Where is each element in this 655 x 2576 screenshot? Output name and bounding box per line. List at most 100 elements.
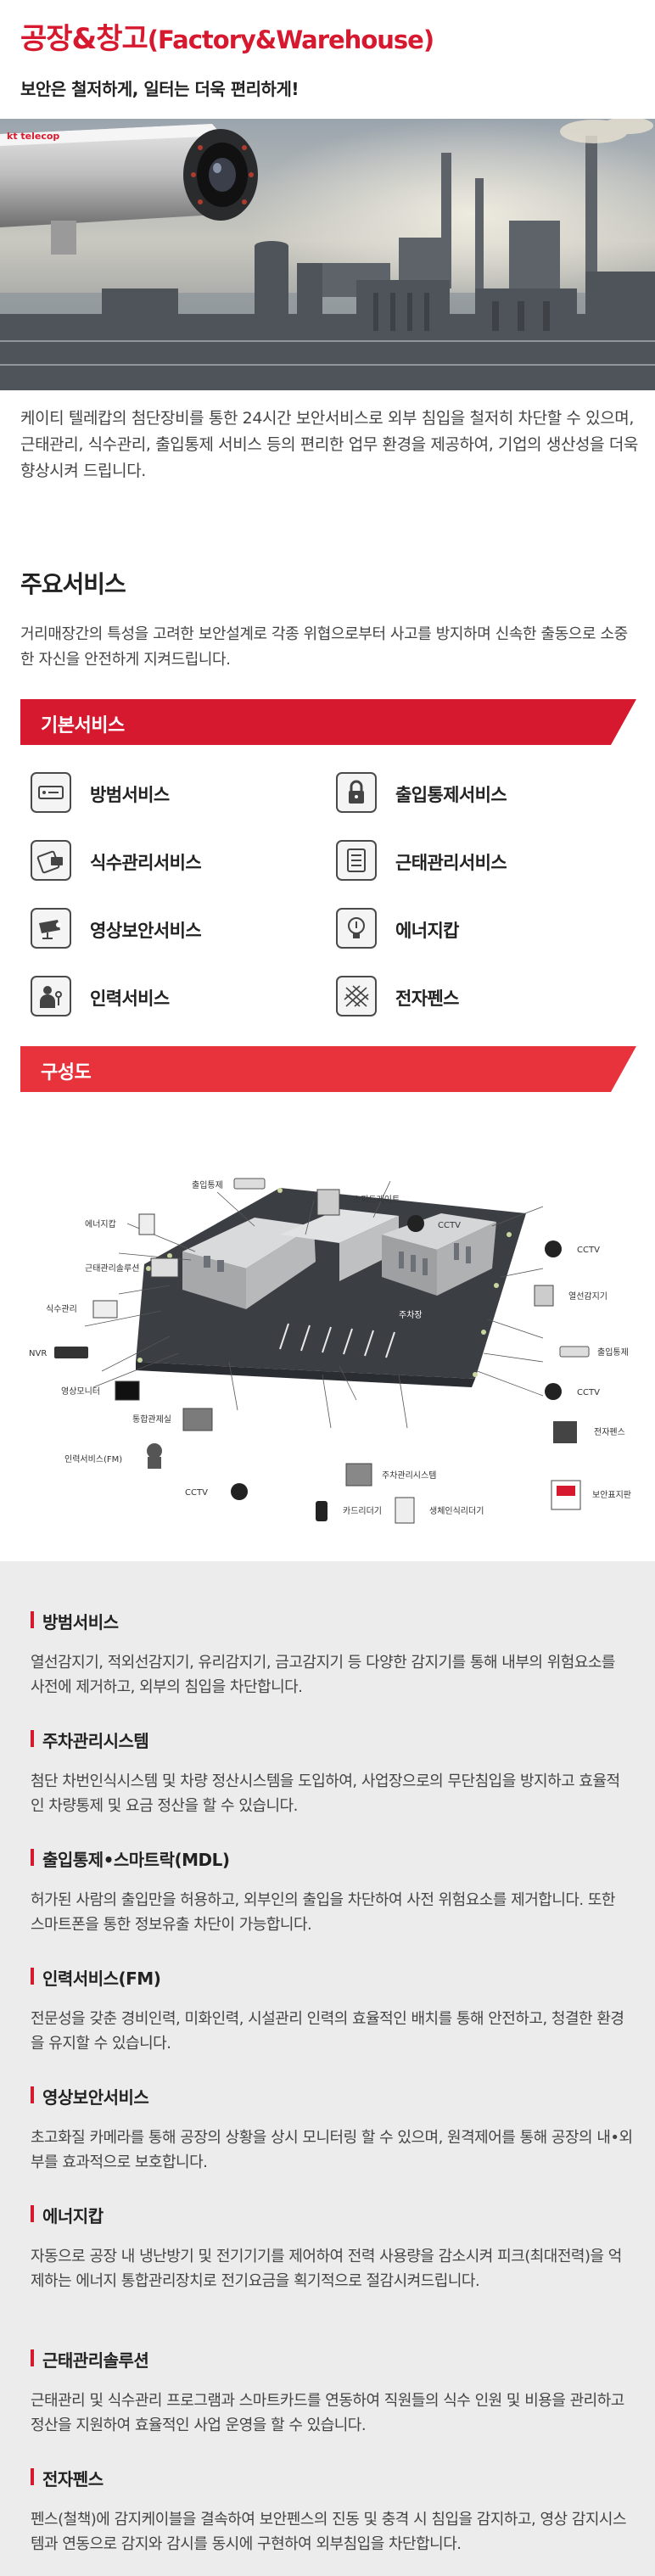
svg-text:에너지캅: 에너지캅 xyxy=(85,1218,116,1229)
detail-title: 에너지캅 xyxy=(31,2203,633,2227)
device-cctv-bottom: CCTV xyxy=(185,1483,248,1500)
camera-brand: kt telecop xyxy=(7,131,59,142)
svg-text:식수관리: 식수관리 xyxy=(46,1304,77,1314)
detail-text: 펜스(철책)에 감지케이블을 결속하여 보안펜스의 진동 및 충격 시 침입을 … xyxy=(31,2511,627,2553)
device-attendance: 근태관리솔루션 xyxy=(85,1257,179,1278)
fence-icon xyxy=(336,976,377,1016)
structure-banner: 구성도 xyxy=(20,1046,636,1092)
detail-title: 근태관리솔루션 xyxy=(31,2347,633,2372)
detail-item: 출입통제•스마트락(MDL) 허가된 사람의 출입만을 허용하고, 외부인의 출… xyxy=(31,1846,633,1937)
svg-text:열선감지기: 열선감지기 xyxy=(568,1291,607,1302)
detail-title: 영상보안서비스 xyxy=(31,2084,633,2108)
detail-title: 방범서비스 xyxy=(31,1609,633,1633)
detail-text: 열선감지기, 적외선감지기, 유리감지기, 금고감지기 등 다양한 감지기를 통… xyxy=(31,1654,616,1696)
lock-icon xyxy=(336,772,377,813)
svg-text:CCTV: CCTV xyxy=(577,1246,600,1255)
cctv-icon xyxy=(31,908,71,949)
svg-text:CCTV: CCTV xyxy=(577,1388,600,1397)
card-reader-icon xyxy=(31,840,71,881)
page-header: 공장&창고(Factory&Warehouse) 보안은 철저하게, 일터는 더… xyxy=(0,0,655,119)
service-item-access-control: 출입통제서비스 xyxy=(336,767,607,818)
banner-shape xyxy=(20,1046,636,1092)
service-label: 인력서비스 xyxy=(90,988,170,1009)
title-ko: 공장&창고 xyxy=(20,22,148,56)
checklist-icon xyxy=(336,840,377,881)
svg-text:출입통제: 출입통제 xyxy=(192,1179,223,1190)
guard-icon xyxy=(31,976,71,1016)
service-item-manpower: 인력서비스 xyxy=(31,971,302,1022)
service-item-fence: 전자펜스 xyxy=(336,971,607,1022)
device-guard-sign: 보안표지판 xyxy=(551,1480,631,1510)
detail-text: 허가된 사람의 출입만을 허용하고, 외부인의 출입을 차단하여 사전 위험요소… xyxy=(31,1891,616,1934)
svg-text:통합관제실: 통합관제실 xyxy=(132,1414,171,1425)
detail-item: 전자펜스 펜스(철책)에 감지케이블을 결속하여 보안펜스의 진동 및 충격 시… xyxy=(31,2466,633,2556)
detail-item: 에너지캅 자동으로 공장 내 냉난방기 및 전기기기를 제어하여 전력 사용량을… xyxy=(31,2203,633,2293)
structure-diagram: 주차장 출입통제 스 xyxy=(29,1178,631,1524)
dvr-icon xyxy=(31,772,71,813)
detail-text: 근태관리 및 식수관리 프로그램과 스마트카드를 연동하여 직원들의 식수 인원… xyxy=(31,2392,624,2434)
device-fence: 전자펜스 xyxy=(553,1421,625,1443)
device-control-room: 통합관제실 xyxy=(132,1408,213,1431)
device-cctv-right-2: CCTV xyxy=(545,1383,600,1400)
title-en: (Factory&Warehouse) xyxy=(147,25,434,54)
device-parking-sys: 주차관리시스템 xyxy=(345,1463,436,1487)
service-item-meal: 식수관리서비스 xyxy=(31,835,302,886)
svg-text:NVR: NVR xyxy=(29,1349,47,1358)
lightbulb-icon xyxy=(336,908,377,949)
service-item-security: 방범서비스 xyxy=(31,767,302,818)
service-details: 방범서비스 열선감지기, 적외선감지기, 유리감지기, 금고감지기 등 다양한 … xyxy=(0,1561,655,2576)
detail-title: 전자펜스 xyxy=(31,2466,633,2490)
device-cctv-right-1: CCTV xyxy=(545,1240,600,1257)
parking-label: 주차장 xyxy=(399,1310,423,1320)
detail-item: 인력서비스(FM) 전문성을 갖춘 경비인력, 미화인력, 시설관리 인력의 효… xyxy=(31,1965,633,2056)
device-nvr: NVR xyxy=(29,1347,88,1358)
device-meal: 식수관리 xyxy=(46,1300,118,1319)
detail-item: 근태관리솔루션 근태관리 및 식수관리 프로그램과 스마트카드를 연동하여 직원… xyxy=(31,2347,633,2438)
banner-shape xyxy=(20,699,636,745)
service-item-energy: 에너지캅 xyxy=(336,903,607,954)
svg-text:생체인식리더기: 생체인식리더기 xyxy=(429,1506,484,1516)
detail-title: 출입통제•스마트락(MDL) xyxy=(31,1846,633,1871)
factory-building xyxy=(182,1209,496,1309)
svg-text:CCTV: CCTV xyxy=(185,1488,208,1498)
page-title: 공장&창고(Factory&Warehouse) xyxy=(20,15,635,57)
device-biometric: 생체인식리더기 xyxy=(395,1497,484,1524)
svg-text:근태관리솔루션: 근태관리솔루션 xyxy=(85,1263,139,1274)
device-card-reader: 카드리더기 xyxy=(316,1501,382,1521)
service-label: 근태관리서비스 xyxy=(395,853,507,873)
hero-illustration: kt telecop xyxy=(0,119,655,390)
detail-item: 방범서비스 열선감지기, 적외선감지기, 유리감지기, 금고감지기 등 다양한 … xyxy=(31,1609,633,1700)
service-label: 식수관리서비스 xyxy=(90,853,202,873)
camera-illustration: kt telecop xyxy=(0,124,258,255)
detail-text: 초고화질 카메라를 통해 공장의 상황을 상시 모니터링 할 수 있으며, 원격… xyxy=(31,2129,633,2171)
section-title-main-services: 주요서비스 xyxy=(20,570,126,598)
detail-title: 인력서비스(FM) xyxy=(31,1965,633,1990)
service-label: 출입통제서비스 xyxy=(395,785,507,805)
svg-text:스피드게이트: 스피드게이트 xyxy=(353,1195,400,1205)
detail-item: 주차관리시스템 첨단 차번인식시스템 및 차량 정산시스템을 도입하여, 사업장… xyxy=(31,1728,633,1818)
intro-text: 케이티 텔레캅의 첨단장비를 통한 24시간 보안서비스로 외부 침입을 철저히… xyxy=(20,409,638,480)
device-cctv-top: CCTV xyxy=(407,1215,461,1232)
svg-text:영상모니터: 영상모니터 xyxy=(61,1386,100,1397)
service-label: 에너지캅 xyxy=(395,921,459,941)
device-energy-cop: 에너지캅 xyxy=(85,1213,155,1235)
page-subtitle: 보안은 철저하게, 일터는 더욱 편리하게! xyxy=(20,79,299,99)
device-door-control: 출입통제 xyxy=(192,1178,266,1190)
svg-text:출입통제: 출입통제 xyxy=(597,1347,629,1358)
svg-text:카드리더기: 카드리더기 xyxy=(343,1506,382,1516)
hero-image: kt telecop xyxy=(0,119,655,390)
service-label: 전자펜스 xyxy=(395,988,459,1009)
service-label: 영상보안서비스 xyxy=(90,921,202,941)
service-label: 방범서비스 xyxy=(90,785,170,805)
detail-title: 주차관리시스템 xyxy=(31,1728,633,1752)
service-item-video: 영상보안서비스 xyxy=(31,903,302,954)
device-monitor: 영상모니터 xyxy=(61,1380,140,1401)
device-manpower: 인력서비스(FM) xyxy=(64,1443,162,1469)
detail-text: 전문성을 갖춘 경비인력, 미화인력, 시설관리 인력의 효율적인 배치를 통해… xyxy=(31,2010,624,2052)
svg-text:CCTV: CCTV xyxy=(438,1221,461,1230)
svg-text:인력서비스(FM): 인력서비스(FM) xyxy=(64,1454,122,1464)
svg-text:보안표지판: 보안표지판 xyxy=(592,1490,631,1500)
section-description: 거리매장간의 특성을 고려한 보안설계로 각종 위협으로부터 사고를 방지하며 … xyxy=(20,625,628,669)
svg-text:전자펜스: 전자펜스 xyxy=(594,1427,625,1437)
